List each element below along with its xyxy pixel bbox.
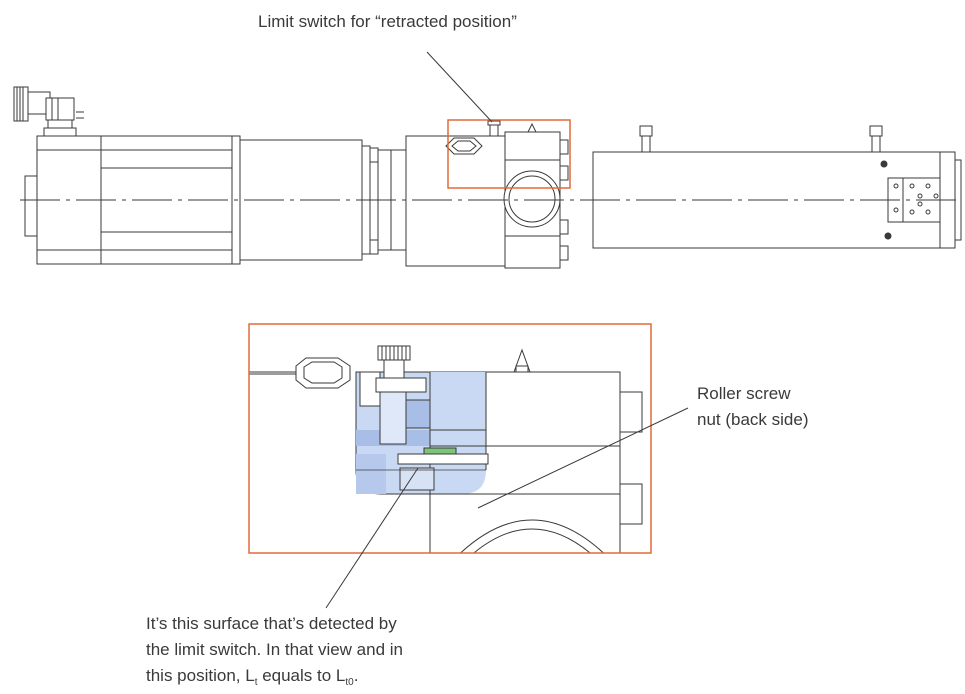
roller-callout-line-2: nut (back side): [697, 410, 809, 429]
roller-screw-nut-body: [503, 122, 569, 269]
surface-callout-line-2: the limit switch. In that view and in: [146, 640, 404, 659]
adapter-flange: [377, 120, 507, 267]
highlight-frame-top: [447, 119, 571, 189]
roller-callout-line-1: Roller screw: [697, 384, 791, 403]
roller-screw-nut-callout: Roller screw nut (back side): [697, 381, 867, 433]
subscript-t: t: [254, 677, 258, 688]
hex-nut: [295, 357, 351, 389]
subscript-t0: t0: [345, 677, 354, 688]
surface-callout-line-1: It’s this surface that’s detected by: [146, 614, 397, 633]
surface-callout-line-3b: equals to L: [257, 666, 346, 685]
detected-surface-callout: It’s this surface that’s detected by the…: [146, 611, 506, 692]
callout-line-roller: [477, 407, 689, 509]
surface-callout-line-3a: this position, L: [146, 666, 255, 685]
cable-connector: [13, 86, 84, 137]
actuator-side-view: [13, 86, 962, 269]
surface-callout-line-3c: .: [353, 666, 359, 685]
actuator-tube: [592, 125, 962, 249]
limit-switch-callout: Limit switch for “retracted position”: [258, 12, 517, 31]
detail-view: [249, 345, 643, 553]
limit-switch-detail: [359, 345, 431, 445]
highlight-frame-detail: [248, 323, 652, 554]
callout-line-surface: [325, 467, 419, 609]
sensor-element: [423, 447, 457, 455]
callout-line-top: [426, 51, 493, 123]
